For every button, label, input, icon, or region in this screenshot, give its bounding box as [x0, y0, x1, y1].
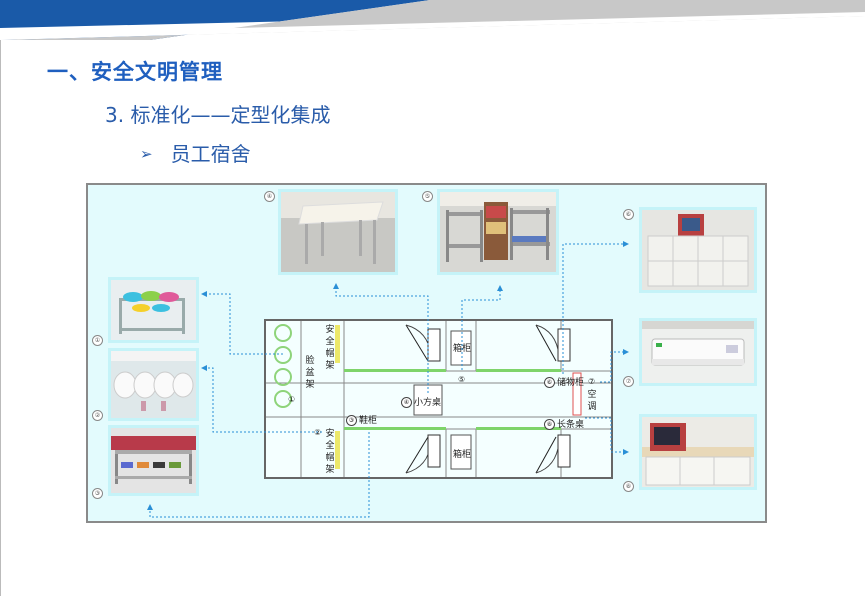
- photo-number-8: ⑧: [623, 481, 634, 492]
- shoe-cabinet-photo: [108, 425, 199, 496]
- storage-cabinet-photo: [639, 207, 757, 293]
- label-basin-rack: 脸盆架: [305, 356, 315, 390]
- bullet-item: ➢ 员工宿舍: [140, 138, 251, 167]
- bullet-arrow-icon: ➢: [140, 145, 153, 163]
- small-table-photo: [278, 189, 398, 275]
- photo-number-6: ⑥: [623, 209, 634, 220]
- marker-1: ①: [288, 395, 296, 404]
- marker-2: ②: [314, 428, 322, 437]
- label-air-conditioner: 空调: [587, 390, 597, 412]
- bullet-text: 员工宿舍: [170, 142, 251, 166]
- label-locker-bottom: 箱柜: [453, 450, 472, 460]
- subsection-title: 3. 标准化——定型化集成: [105, 103, 331, 127]
- label-locker-top: 箱柜: [453, 344, 472, 354]
- photo-number-5: ⑤: [422, 191, 433, 202]
- safety-helmet-rack-photo: [108, 348, 199, 421]
- section-title: 一、安全文明管理: [47, 60, 223, 84]
- wash-basin-rack-photo: [108, 277, 199, 343]
- slide-left-edge: [0, 40, 1, 596]
- top-banner-band: [0, 0, 865, 40]
- photo-number-7: ⑦: [623, 376, 634, 387]
- photo-number-1: ①: [92, 335, 103, 346]
- photo-number-2: ②: [92, 410, 103, 421]
- label-helmet-rack-top: 安全帽架: [325, 325, 335, 371]
- marker-7: ⑦: [588, 377, 596, 386]
- bunk-bed-photo: [437, 189, 559, 275]
- photo-number-4: ④: [264, 191, 275, 202]
- marker-5: ⑤: [458, 375, 466, 384]
- photo-number-3: ③: [92, 488, 103, 499]
- label-helmet-rack-bottom: 安全帽架: [325, 429, 335, 475]
- long-desk-photo: [639, 414, 757, 490]
- air-conditioner-photo: [639, 318, 757, 386]
